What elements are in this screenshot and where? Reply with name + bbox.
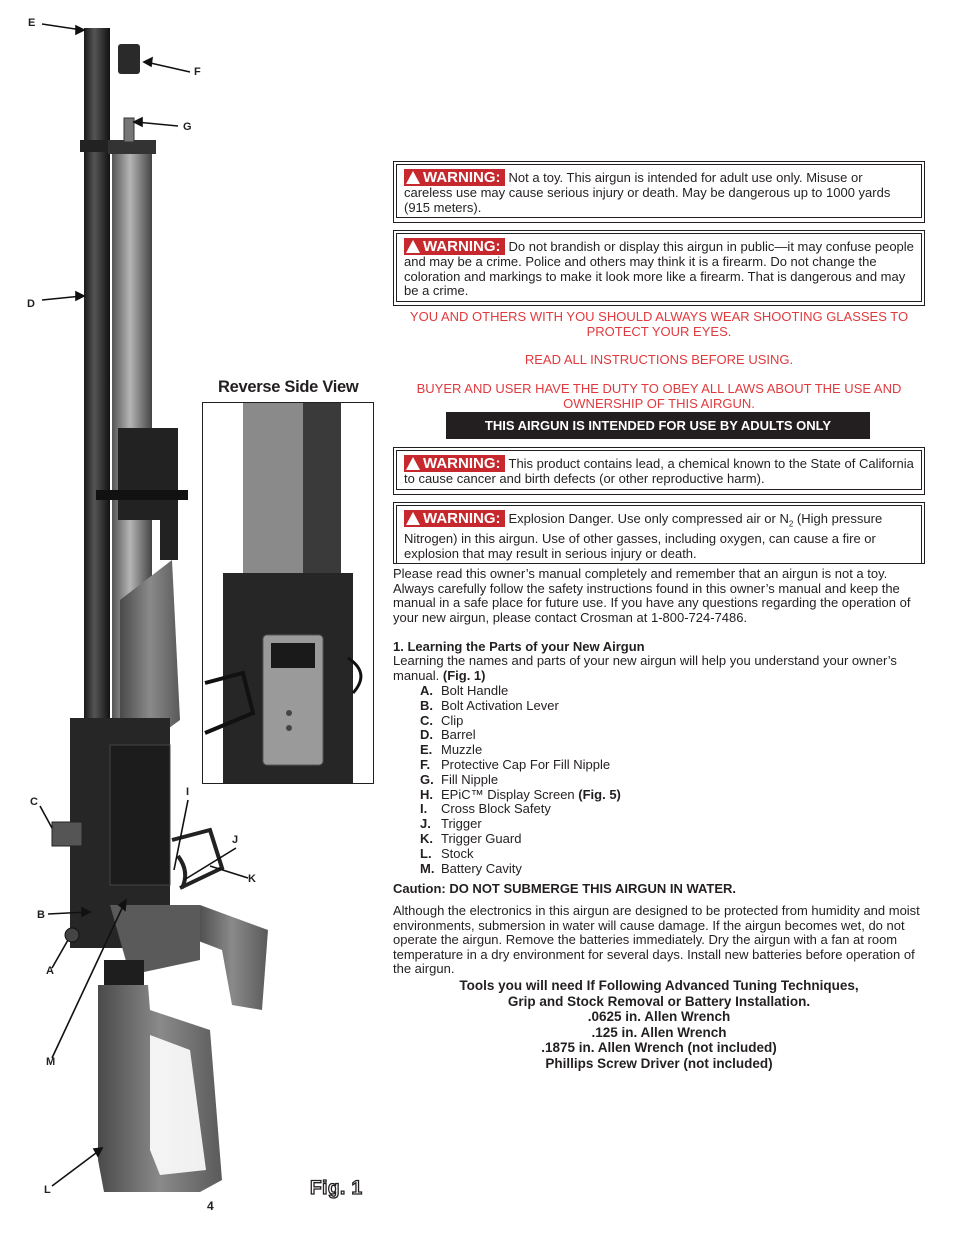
list-item: K.Trigger Guard [420,830,522,846]
clip [51,821,83,847]
tools-line: .1875 in. Allen Wrench (not included) [541,1040,777,1055]
callout-d: D [27,298,35,310]
tools-line: .125 in. Allen Wrench [591,1024,727,1040]
list-item: G.Fill Nipple [420,771,499,787]
trigger-guard [171,827,225,890]
notice-read-instructions: READ ALL INSTRUCTIONS BEFORE USING. [524,352,794,367]
callout-a: A [46,965,54,977]
electronics-paragraph: Although the electronics in this airgun … [393,903,920,977]
list-item: B.Bolt Activation Lever [420,697,559,713]
callout-k: K [248,873,256,885]
warning-badge: WARNING: [404,510,505,527]
trigger [176,854,188,889]
list-item: E.Muzzle [420,742,483,758]
airgun-figure [39,23,268,1192]
callout-e: E [28,17,36,29]
tank-cap-ring [108,140,156,154]
list-item: M.Battery Cavity [420,860,522,876]
barrel-band [80,140,114,152]
warning-badge: WARNING: [404,455,505,472]
tools-line: Tools you will need If Following Advance… [459,978,859,993]
tools-list: Tools you will need If Following Advance… [393,978,925,1071]
callout-f: F [194,66,201,78]
warning-text-2: Do not brandish or display this airgun i… [404,239,914,298]
warning-text-1: Not a toy. This airgun is intended for a… [404,170,891,215]
callout-g: G [183,121,192,133]
section-1-title: 1. Learning the Parts of your New Airgun [393,639,645,654]
parts-list: A.Bolt Handle B.Bolt Activation Lever C.… [420,683,621,876]
grip [196,905,268,1010]
warning-box-1: WARNING:Not a toy. This airgun is intend… [393,161,925,223]
list-item: H.EPiC™ Display Screen (Fig. 5) [420,786,621,802]
barrel [84,28,110,728]
page-number: 4 [207,1199,214,1213]
caution-heading: Caution: DO NOT SUBMERGE THIS AIRGUN IN … [393,881,737,896]
warning-box-4: WARNING:Explosion Danger. Use only compr… [393,502,925,565]
warning-triangle-icon [406,171,420,184]
list-item: L.Stock [420,845,474,861]
tools-line: Phillips Screw Driver (not included) [545,1055,773,1071]
warning-box-3: WARNING:This product contains lead, a ch… [393,447,925,495]
list-item: I.Cross Block Safety [420,801,551,817]
protective-cap [118,44,140,74]
warning-box-2: WARNING:Do not brandish or display this … [393,230,925,306]
fig-label: Fig. 1 [309,1177,363,1199]
callout-l: L [44,1184,51,1196]
callout-j: J [232,834,239,846]
callout-b: B [37,909,45,921]
warning-text-3: This product contains lead, a chemical k… [404,456,914,486]
callout-c: C [30,796,38,808]
reverse-side-view [202,402,374,784]
list-item: C.Clip [420,712,464,728]
warning-badge: WARNING: [404,169,505,186]
tools-line: Grip and Stock Removal or Battery Instal… [507,993,811,1009]
adults-only-banner: THIS AIRGUN IS INTENDED FOR USE BY ADULT… [446,412,870,439]
section-1-text: Learning the names and parts of your new… [393,653,897,683]
callout-i: I [186,786,190,798]
reverse-side-title: Reverse Side View [218,378,359,396]
callout-m: M [46,1056,56,1068]
warning-triangle-icon [406,240,420,253]
bolt-handle [64,927,80,943]
list-item: J.Trigger [420,816,482,832]
list-item: A.Bolt Handle [420,683,509,698]
forend [120,560,180,742]
fill-nipple [123,117,135,143]
notice-obey-laws: BUYER AND USER HAVE THE DUTY TO OBEY ALL… [416,381,902,411]
warning-text-4: Explosion Danger. Use only compressed ai… [404,511,883,561]
notice-glasses: YOU AND OTHERS WITH YOU SHOULD ALWAYS WE… [409,309,909,339]
warning-triangle-icon [406,457,420,470]
warning-badge: WARNING: [404,238,505,255]
warning-triangle-icon [406,512,420,525]
intro-paragraph: Please read this owner’s manual complete… [393,566,911,625]
list-item: F.Protective Cap For Fill Nipple [420,756,611,772]
list-item: D.Barrel [420,727,476,743]
tools-line: .0625 in. Allen Wrench [587,1009,731,1024]
